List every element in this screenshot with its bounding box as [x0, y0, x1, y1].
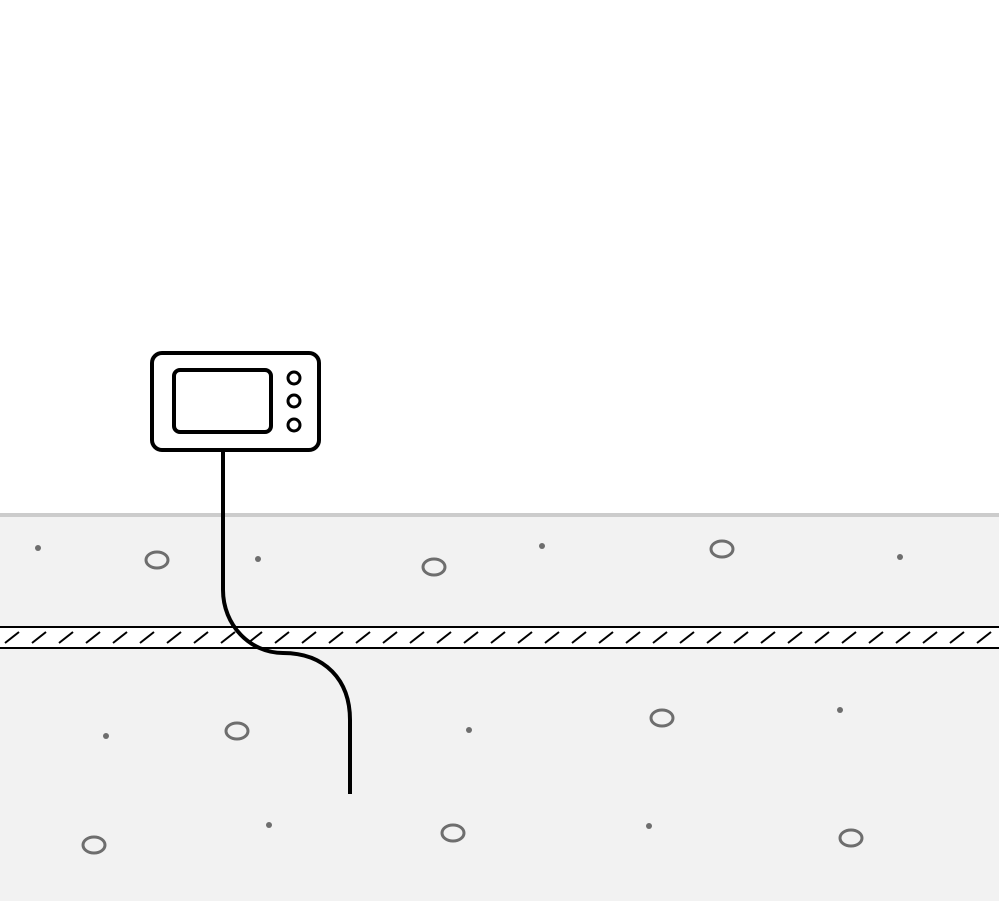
hatch-mark — [85, 631, 101, 644]
hatch-mark — [706, 631, 722, 644]
hatched-membrane-layer — [0, 626, 999, 649]
stone — [440, 823, 466, 843]
ground-upper-layer — [0, 515, 999, 627]
hatch-mark — [166, 631, 182, 644]
ground-dot — [539, 543, 545, 549]
hatch-mark — [355, 631, 371, 644]
hatch-mark — [301, 631, 317, 644]
ground-dot — [255, 556, 261, 562]
hatch-mark — [679, 631, 695, 644]
hatch-mark — [652, 631, 668, 644]
hatch-mark — [571, 631, 587, 644]
hatch-mark — [598, 631, 614, 644]
ground-dot — [266, 822, 272, 828]
ground-dot — [466, 727, 472, 733]
hatch-mark — [976, 631, 992, 644]
hatch-mark — [382, 631, 398, 644]
ground-dot — [646, 823, 652, 829]
hatch-mark — [949, 631, 965, 644]
device-screen — [172, 368, 273, 434]
thermostat-device-icon — [150, 351, 321, 452]
ground-stones — [81, 539, 864, 855]
hatch-mark — [787, 631, 803, 644]
hatch-mark — [409, 631, 425, 644]
hatch-mark — [517, 631, 533, 644]
hatch-mark — [544, 631, 560, 644]
hatch-mark — [895, 631, 911, 644]
hatch-mark — [112, 631, 128, 644]
device-button-middle — [286, 393, 302, 409]
hatch-mark — [868, 631, 884, 644]
hatch-mark — [220, 631, 236, 644]
stone — [649, 708, 675, 728]
hatch-mark — [922, 631, 938, 644]
hatch-mark — [328, 631, 344, 644]
hatch-mark — [733, 631, 749, 644]
device-button-bottom — [286, 417, 302, 433]
hatch-mark — [625, 631, 641, 644]
probe-cable-icon — [221, 450, 352, 794]
ground-dot — [35, 545, 41, 551]
ground-dot — [837, 707, 843, 713]
hatch-mark — [463, 631, 479, 644]
hatch-mark — [490, 631, 506, 644]
hatch-mark — [4, 631, 20, 644]
stone — [144, 550, 170, 570]
stone — [224, 721, 250, 741]
stone — [709, 539, 735, 559]
device-button-top — [286, 370, 302, 386]
hatch-mark — [139, 631, 155, 644]
ground — [0, 513, 999, 901]
hatch-mark — [760, 631, 776, 644]
ground-lower-layer — [0, 648, 999, 901]
hatch-mark — [58, 631, 74, 644]
hatch-mark — [31, 631, 47, 644]
ground-dots — [35, 543, 903, 829]
hatch-mark — [814, 631, 830, 644]
stone — [81, 835, 107, 855]
hatch-mark — [193, 631, 209, 644]
hatch-mark — [436, 631, 452, 644]
hatch-mark — [274, 631, 290, 644]
ground-dot — [103, 733, 109, 739]
ground-dot — [897, 554, 903, 560]
stone — [838, 828, 864, 848]
hatch-mark — [841, 631, 857, 644]
stone — [421, 557, 447, 577]
